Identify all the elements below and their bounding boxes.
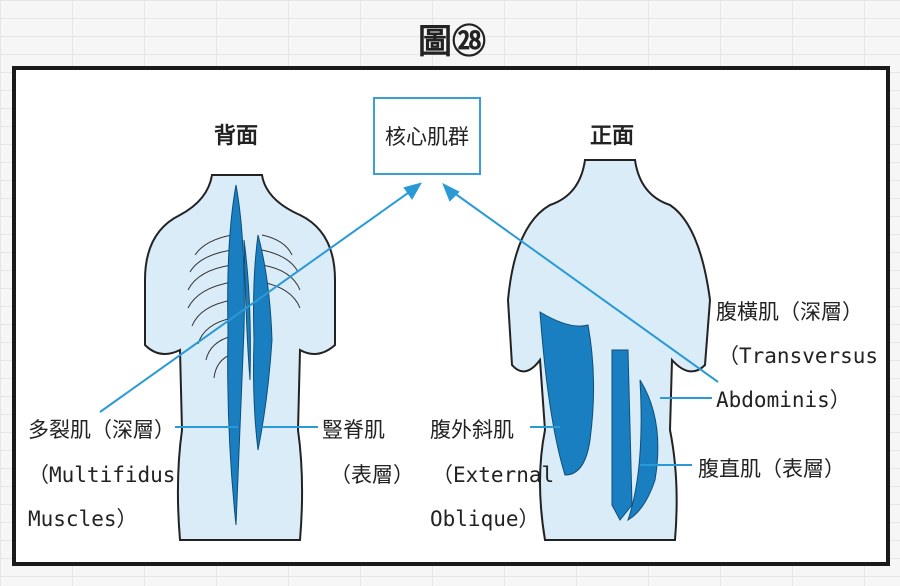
erector-muscle (253, 234, 273, 451)
multifidus-label: 多裂肌（深層） (28, 418, 175, 442)
ribs (187, 234, 301, 379)
multifidus-en-2: Muscles） (28, 507, 138, 531)
transversus-label: 腹橫肌（深層） (716, 300, 863, 324)
figure-title: 圖㉘ (418, 22, 486, 62)
transversus-muscle (627, 379, 659, 522)
front-heading: 正面 (590, 124, 635, 149)
rectus-muscle (611, 349, 633, 521)
erector-label: 豎脊肌 (322, 418, 385, 442)
oblique-en-2: Oblique） (430, 507, 540, 531)
multifidus-muscle (227, 184, 245, 526)
rectus-label: 腹直肌（表層） (698, 457, 845, 481)
oblique-en-1: （External (432, 463, 555, 487)
transversus-en-2: Abdominis） (716, 388, 851, 412)
transversus-en-1: （Transversus (718, 344, 879, 368)
back-heading: 背面 (214, 124, 259, 149)
erector-layer: （表層） (330, 463, 414, 487)
multifidus-en-1: （Multifidus (28, 463, 176, 487)
core-muscles-box: 核心肌群 (373, 97, 481, 175)
pointer-lines (99, 182, 719, 466)
front-muscles (539, 311, 659, 522)
spine-muscles (227, 184, 273, 526)
oblique-muscle (539, 311, 595, 476)
oblique-label: 腹外斜肌 (430, 418, 514, 442)
